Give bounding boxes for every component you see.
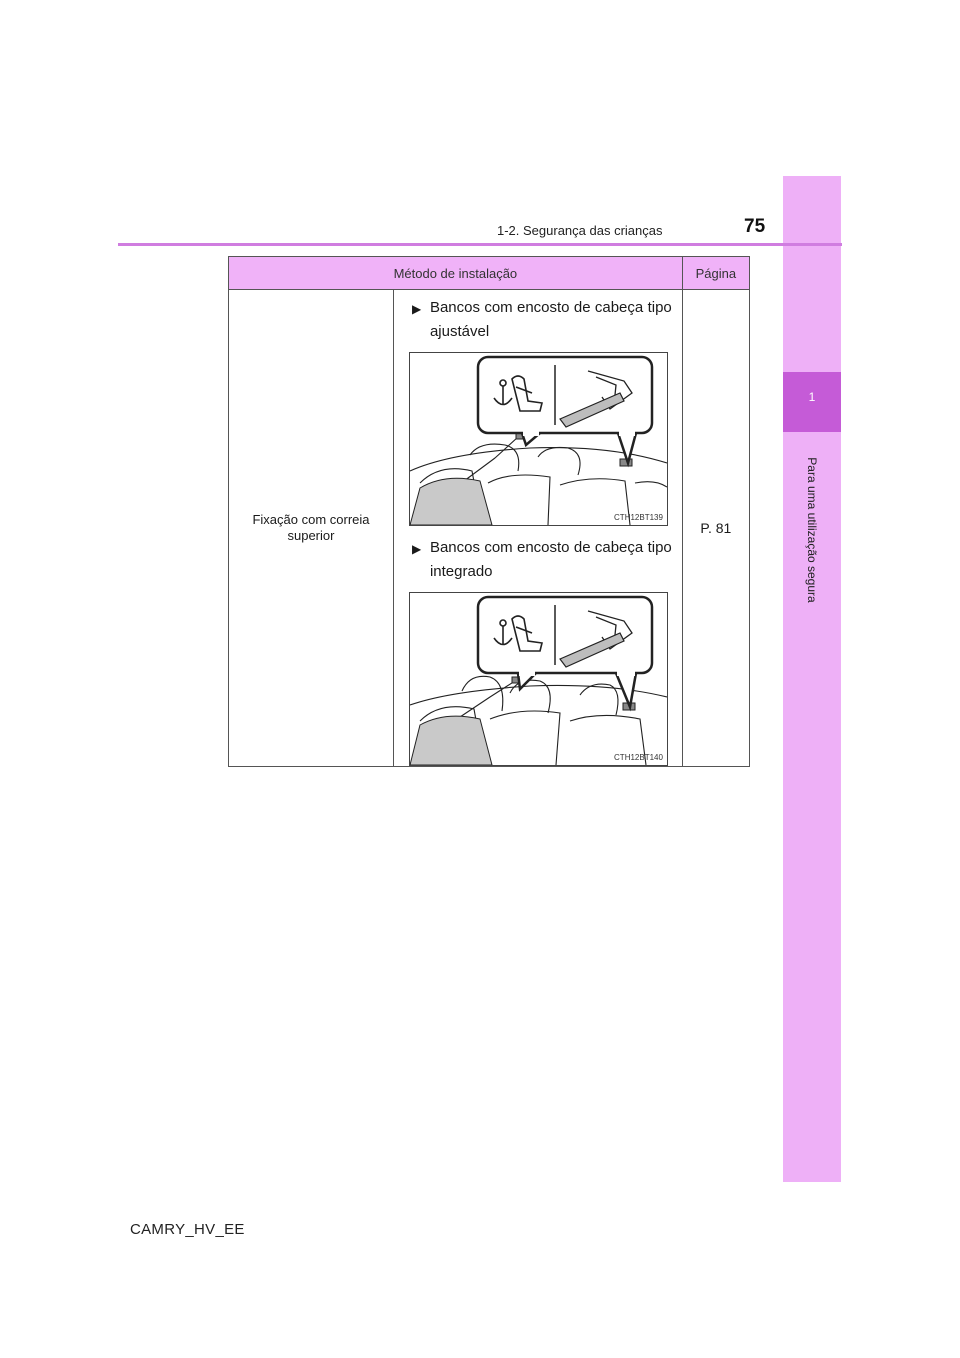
- option-label: Bancos com encosto de cabeça tipo ajustá…: [429, 299, 672, 340]
- table-header-row: Método de instalação Página: [228, 256, 751, 290]
- option-adjustable-headrest: ▶ Bancos com encosto de cabeça tipo ajus…: [394, 296, 672, 344]
- model-code: CAMRY_HV_EE: [130, 1221, 245, 1238]
- figure-integrated-headrest: CTH12BT140: [408, 592, 668, 766]
- rear-seat-tether-illustration: [409, 595, 667, 765]
- option-label: Bancos com encosto de cabeça tipo integr…: [429, 539, 672, 580]
- chapter-title: Para uma utilização segura: [805, 457, 819, 603]
- chapter-side-tab: [783, 176, 841, 1182]
- figure-adjustable-headrest: CTH12BT139: [408, 352, 668, 526]
- page-reference: P. 81: [681, 289, 751, 767]
- chapter-number-tab: 1: [783, 372, 841, 432]
- table-row: Fixação com correia superior ▶ Bancos co…: [228, 289, 751, 767]
- rear-seat-tether-illustration: [409, 355, 667, 525]
- section-header: 1-2. Segurança das crianças: [497, 223, 663, 238]
- page-number: 75: [744, 216, 766, 237]
- bullet-triangle-icon: ▶: [411, 542, 422, 556]
- column-header-page: Página: [681, 256, 751, 290]
- figure-code: CTH12BT140: [614, 753, 663, 762]
- header-rule: [118, 243, 842, 246]
- option-integrated-headrest: ▶ Bancos com encosto de cabeça tipo inte…: [394, 536, 672, 584]
- chapter-number: 1: [808, 390, 816, 404]
- figure-code: CTH12BT139: [614, 513, 663, 522]
- column-header-method: Método de instalação: [228, 256, 683, 290]
- bullet-triangle-icon: ▶: [411, 302, 422, 316]
- options-cell: ▶ Bancos com encosto de cabeça tipo ajus…: [392, 289, 683, 767]
- method-cell: Fixação com correia superior: [228, 289, 394, 767]
- installation-table: Método de instalação Página Fixação com …: [228, 256, 751, 767]
